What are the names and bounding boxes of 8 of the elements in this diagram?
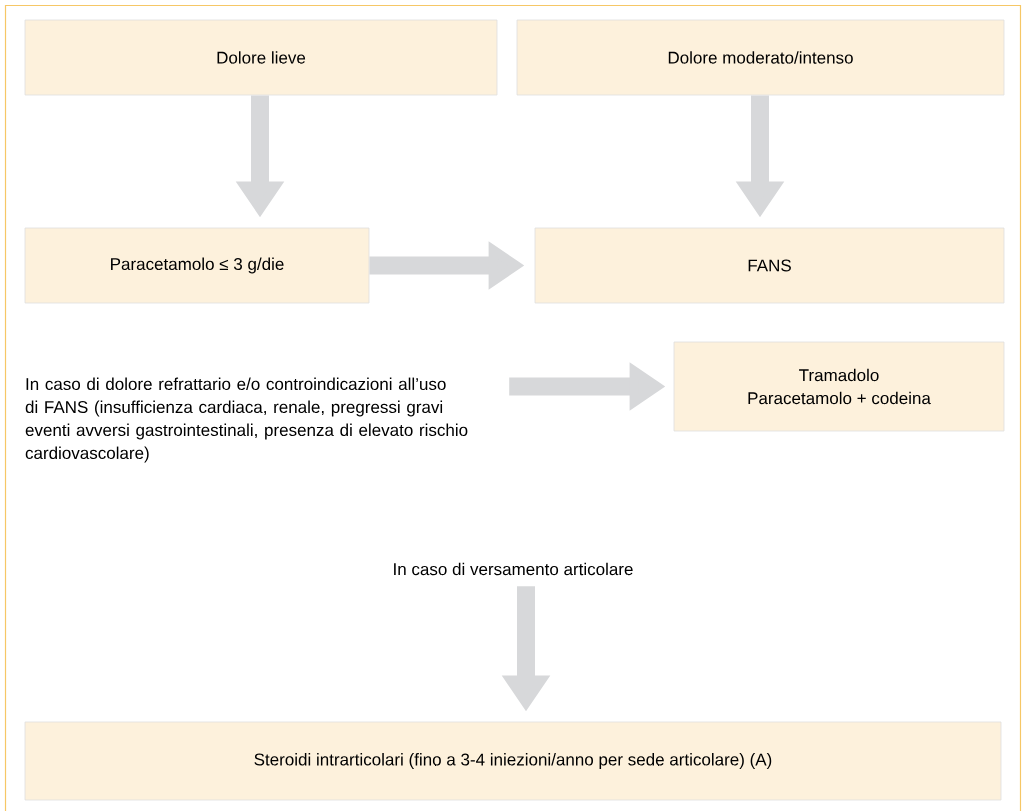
condition-text: In caso di versamento articolare [394,562,633,576]
process-box: Paracetamolo ≤ 3 g/die [24,227,370,304]
process-box: Dolore moderato/intenso [516,19,1005,96]
process-box: Dolore lieve [24,19,498,96]
condition-text: In caso di dolore refrattario e/o controindicazioni all’uso di FANS (insufficienza cardiaca, renale, pregressi gravi eventi avversi gastrointestinali, presenza di elevato rischio cardiovascolare) [25,377,468,463]
process-box: FANS [534,227,1005,304]
process-box: Tramadolo Paracetamolo + codeina [673,341,1005,432]
process-box: Steroidi intrarticolari (fino a 3-4 iniezioni/anno per sede articolare) (A) [24,721,1002,801]
